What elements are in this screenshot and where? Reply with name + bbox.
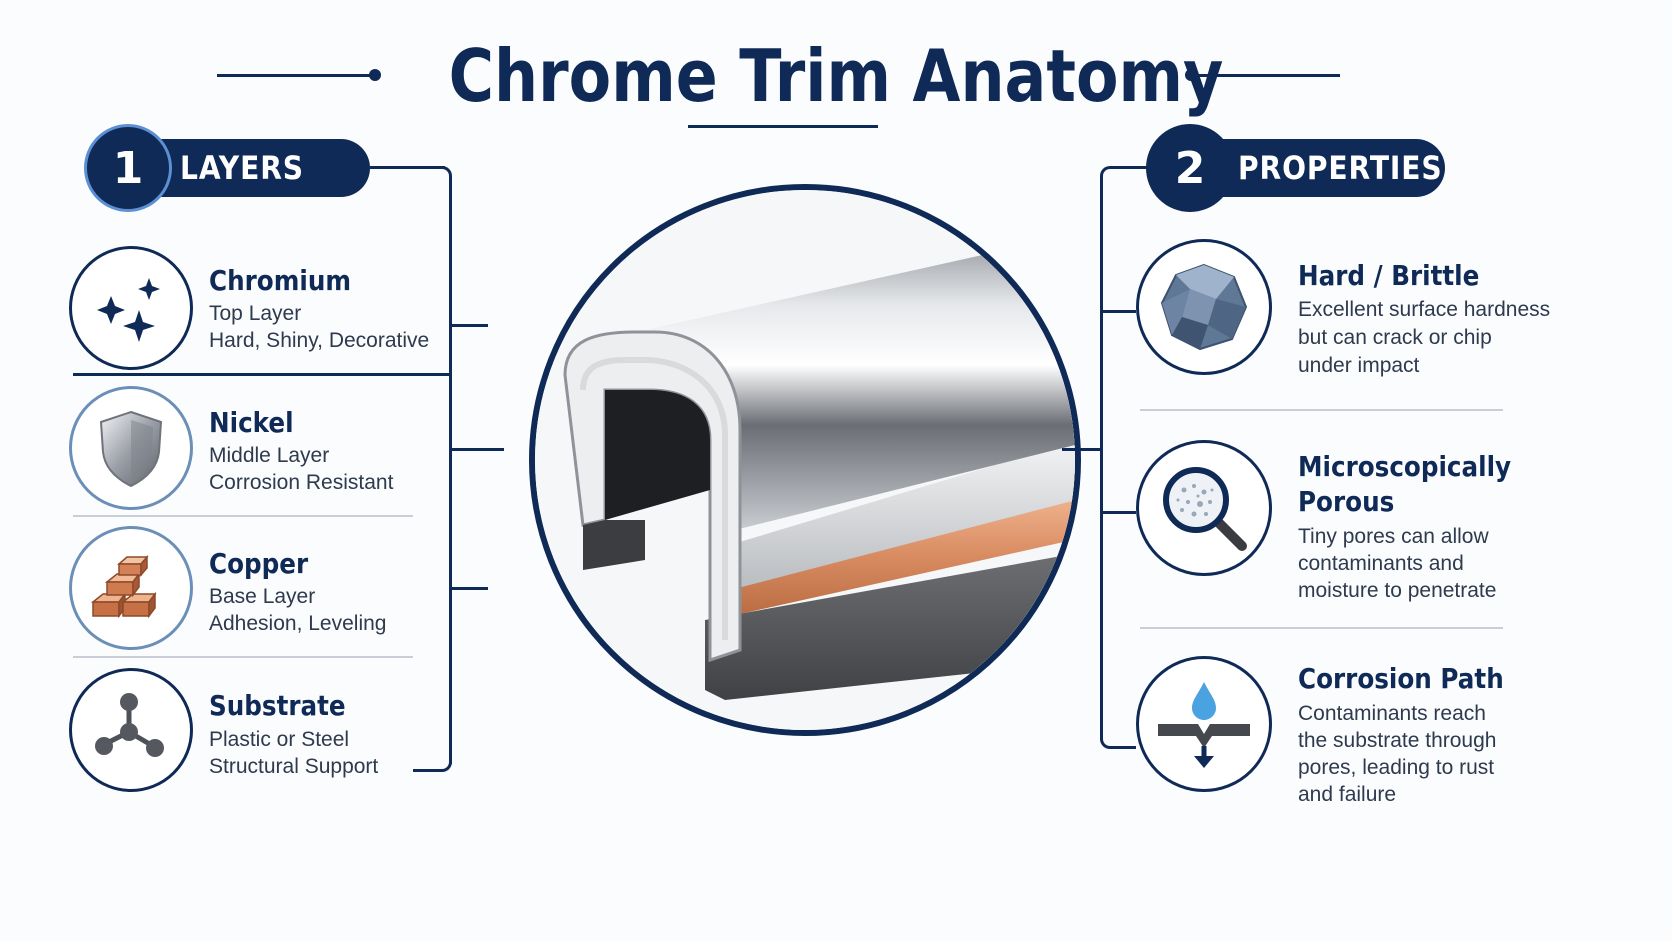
layers-bracket-corner-top: [440, 166, 452, 178]
properties-divider-1: [1140, 409, 1503, 411]
corrosion-icon-circle: [1136, 656, 1272, 792]
layers-tick-1: [452, 324, 488, 327]
chromium-line1: Top Layer: [209, 302, 302, 325]
crystal-icon: [1160, 263, 1248, 351]
title-underline: [688, 125, 878, 128]
copper-line1: Base Layer: [209, 585, 316, 608]
layers-section-number: 1: [84, 124, 172, 212]
porous-title-line2: Porous: [1298, 485, 1395, 518]
copper-line2: Adhesion, Leveling: [209, 612, 387, 635]
layers-bracket-bottom: [413, 769, 443, 772]
properties-tick-2: [1100, 511, 1136, 514]
trim-profile-illustration: [535, 190, 1075, 730]
copper-bars-icon: [90, 554, 157, 619]
hard-brittle-line2: but can crack or chip: [1298, 326, 1492, 349]
substrate-line1: Plastic or Steel: [209, 728, 350, 751]
substrate-line2: Structural Support: [209, 755, 379, 778]
substrate-title: Substrate: [209, 689, 346, 722]
layers-divider-1: [73, 515, 413, 517]
hard-brittle-line1: Excellent surface hardness: [1298, 298, 1551, 321]
porous-line3: moisture to penetrate: [1298, 579, 1497, 602]
porous-line1: Tiny pores can allow: [1298, 525, 1489, 548]
hard-brittle-line3: under impact: [1298, 354, 1420, 377]
sparkle-icon: [97, 278, 160, 342]
properties-section-label: PROPERTIES: [1238, 149, 1443, 187]
copper-title: Copper: [209, 547, 309, 580]
corrosion-line2: the substrate through: [1298, 729, 1497, 752]
water-drop-icon: [1158, 682, 1250, 768]
corrosion-title: Corrosion Path: [1298, 662, 1504, 695]
layers-divider-2: [73, 656, 413, 658]
title-dot-right: [1185, 69, 1197, 81]
layers-section-label: LAYERS: [180, 149, 304, 187]
title-rule-left: [217, 74, 373, 77]
porous-icon-circle: [1136, 440, 1272, 576]
magnifier-icon: [1163, 467, 1247, 551]
porous-line2: contaminants and: [1298, 552, 1464, 575]
layers-bracket-vertical: [449, 176, 452, 764]
corrosion-line1: Contaminants reach: [1298, 702, 1486, 725]
chrome-trim-cross-section: [529, 184, 1081, 736]
corrosion-line3: pores, leading to rust: [1298, 756, 1495, 779]
hard-brittle-title: Hard / Brittle: [1298, 259, 1480, 292]
layers-tick-3: [452, 587, 488, 590]
copper-icon-circle: [69, 526, 193, 650]
shield-icon: [99, 410, 163, 488]
properties-connector: [1062, 448, 1102, 451]
chromium-title: Chromium: [209, 264, 352, 297]
substrate-icon-circle: [69, 668, 193, 792]
nickel-line1: Middle Layer: [209, 444, 330, 467]
nickel-title: Nickel: [209, 406, 294, 439]
title-rule-right: [1192, 74, 1340, 77]
chromium-icon-circle: [69, 246, 193, 370]
properties-bracket-corner-bottom: [1100, 737, 1112, 749]
properties-bracket-vertical: [1100, 176, 1103, 740]
layers-bracket-top: [370, 166, 445, 169]
chromium-line2: Hard, Shiny, Decorative: [209, 329, 430, 352]
corrosion-line4: and failure: [1298, 783, 1397, 806]
nickel-line2: Corrosion Resistant: [209, 471, 394, 494]
title-dot-left: [369, 69, 381, 81]
nickel-icon-circle: [69, 386, 193, 510]
layers-connector: [73, 373, 451, 376]
layers-tick-2: [452, 448, 504, 451]
properties-bracket-bottom: [1110, 746, 1136, 749]
molecule-icon: [95, 693, 164, 757]
properties-divider-2: [1140, 627, 1503, 629]
properties-section-number: 2: [1146, 124, 1234, 212]
properties-tick-1: [1100, 310, 1136, 313]
porous-title-line1: Microscopically: [1298, 450, 1512, 483]
layers-bracket-corner-bottom: [440, 760, 452, 772]
page-title: Chrome Trim Anatomy: [448, 34, 1224, 118]
properties-bracket-corner-top: [1100, 166, 1112, 178]
hard-brittle-icon-circle: [1136, 239, 1272, 375]
properties-bracket-top: [1110, 166, 1154, 169]
